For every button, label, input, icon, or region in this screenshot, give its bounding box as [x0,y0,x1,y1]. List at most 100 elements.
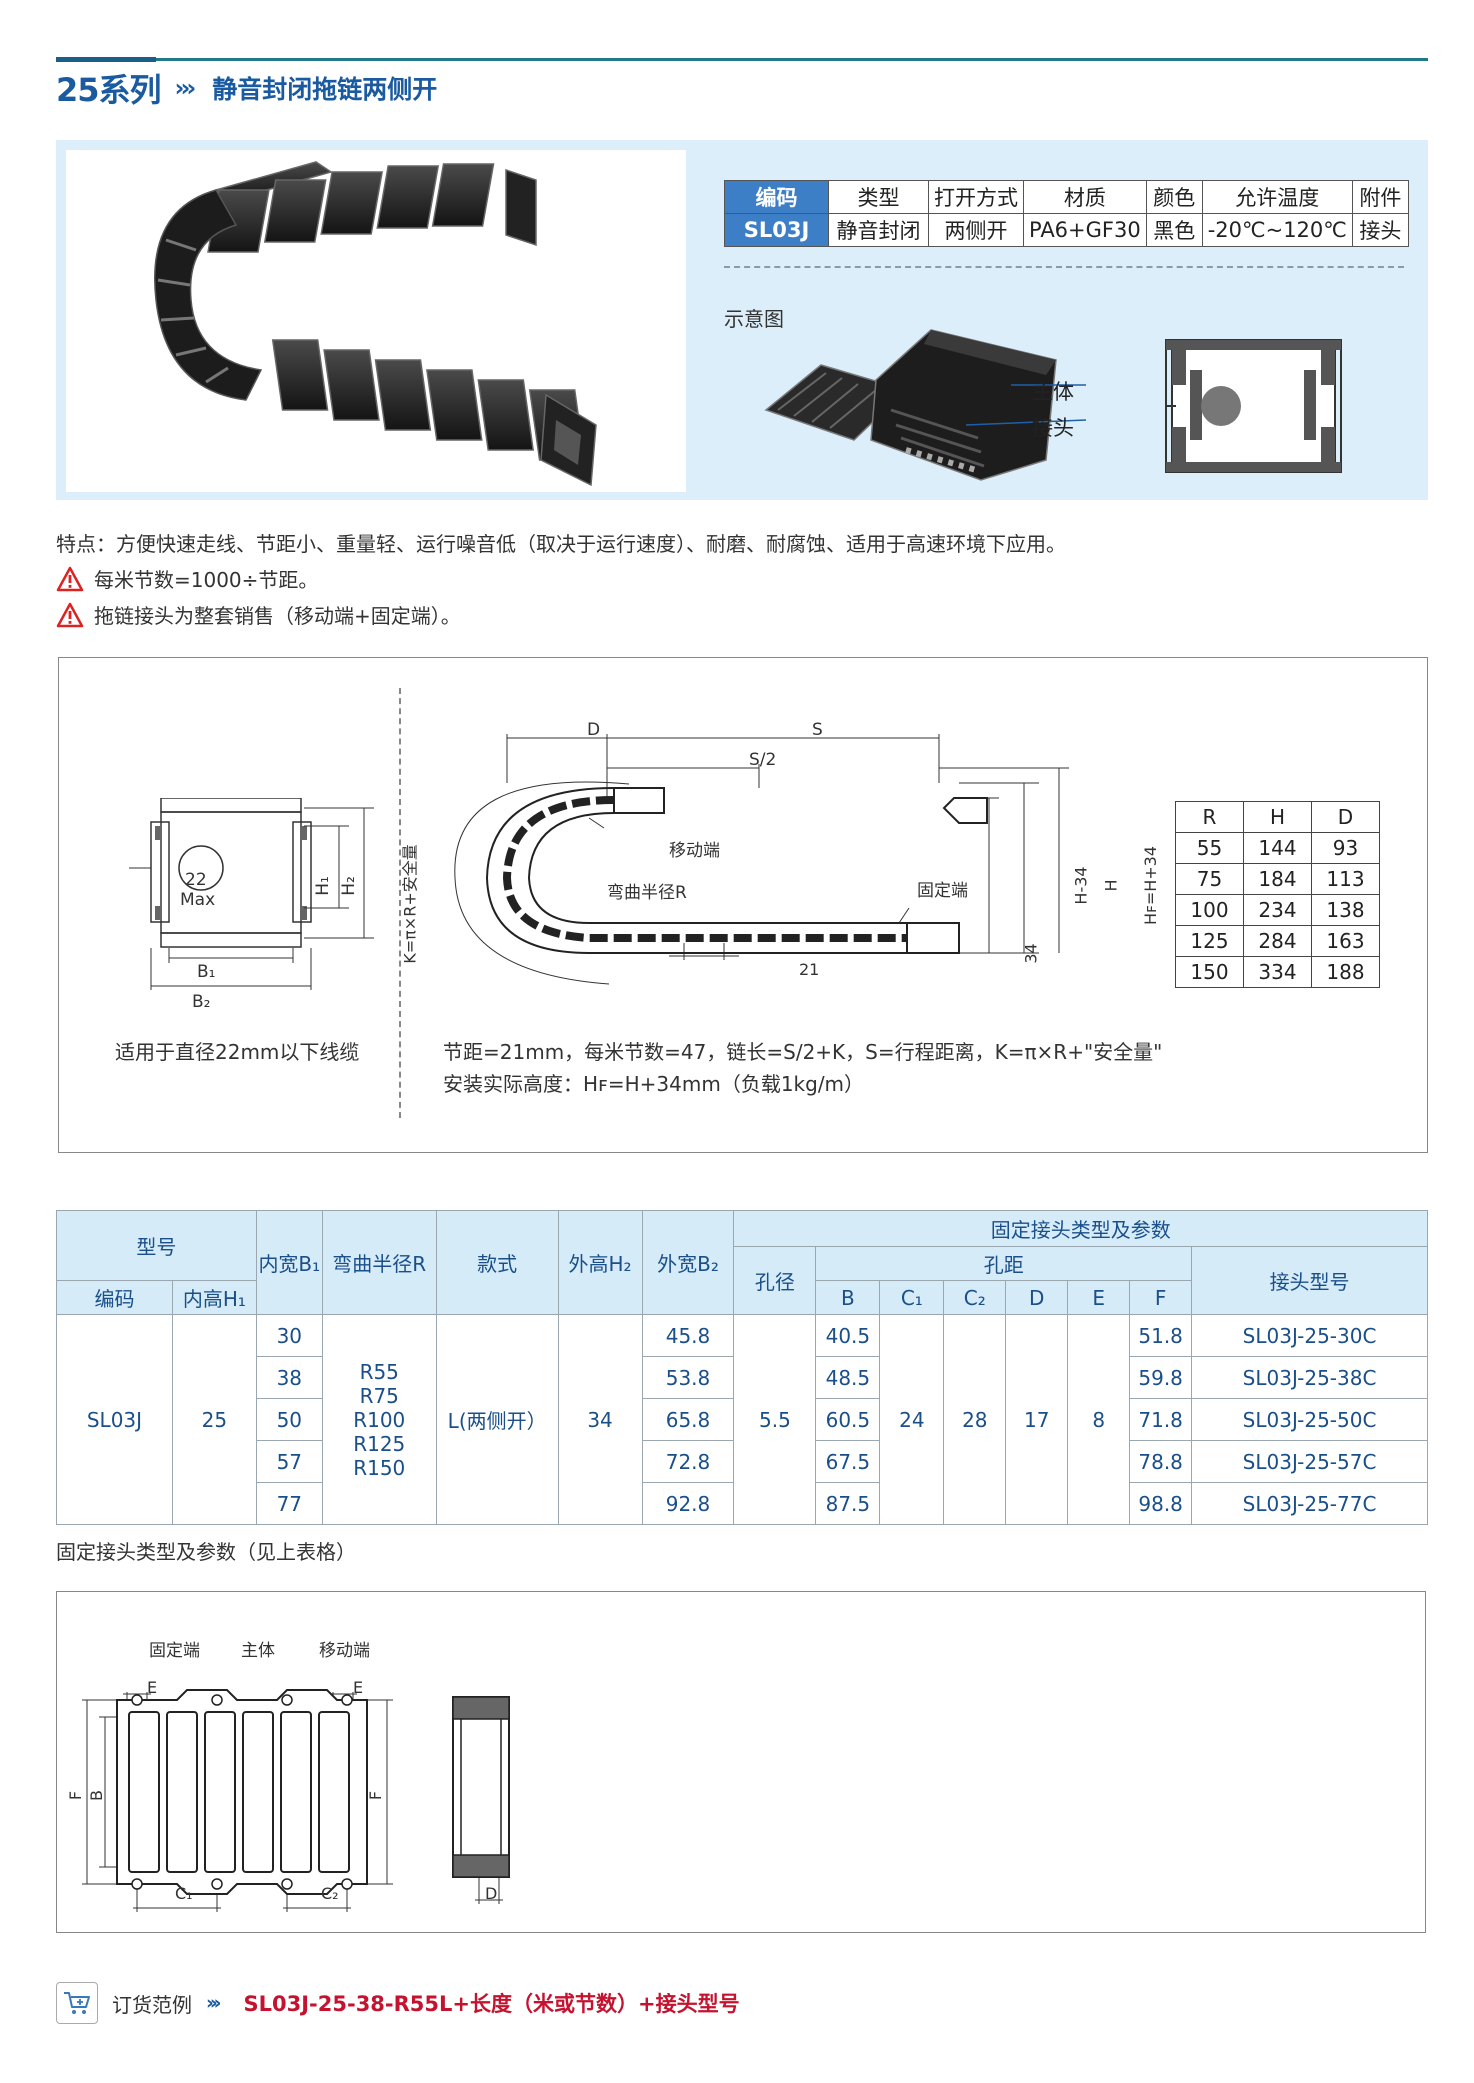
spec-header-cell: 类型 [828,180,929,214]
cell-inner-width: 38 [255,1356,323,1399]
rhd-cell: 55 [1175,832,1244,864]
height-dim-label: 34 [1021,943,1041,964]
cell-outer-width: 72.8 [641,1440,735,1483]
moving-end-label: 移动端 [669,841,720,861]
model-parameter-table: 型号 内宽B₁ 弯曲半径R 款式 外高H₂ 外宽B₂ 固定接头类型及参数 孔径 … [56,1210,1428,1525]
cell-b: 48.5 [815,1356,881,1399]
table-footnote: 固定接头类型及参数（见上表格） [56,1540,356,1564]
rhd-cell: 125 [1175,925,1244,957]
dim-s-label: S [812,720,823,740]
feature-description: 特点：方便快速走线、节距小、重量轻、运行噪音低（取决于运行速度）、耐磨、耐腐蚀、… [56,528,1066,557]
dim-e-left: E [147,1678,158,1697]
cell-e: 8 [1067,1314,1131,1525]
side-view-drawing [454,734,1069,985]
cell-d: 17 [1005,1314,1069,1525]
header-rule-accent [56,57,156,62]
order-example: 订货范例 ››› SL03J-25-38-R55L+长度（米或节数）+接头型号 [56,1982,740,2024]
cell-f: 98.8 [1129,1482,1193,1525]
spec-value-cell: 接头 [1351,213,1409,247]
rhd-header-row: R H D [1175,801,1380,833]
dim-e-right: E [353,1678,364,1697]
dim-h-label: H [1101,879,1121,892]
rhd-row: 150 334 188 [1175,956,1380,988]
b2-label: B₂ [192,992,211,1012]
page-header: 25系列 ››› 静音封闭拖链两侧开 [56,68,438,109]
product-title: 静音封闭拖链两侧开 [212,75,438,104]
header-inner-width: 内宽B₁ [255,1210,323,1315]
cell-joint-model: SL03J-25-50C [1191,1398,1428,1441]
bend-radius-label: 弯曲半径R [607,883,687,903]
dim-hf-label: Hꜰ=H+34 [1141,845,1161,926]
product-overview-panel: 编码 类型 打开方式 材质 颜色 允许温度 附件 SL03J 静音封闭 两侧开 … [56,140,1428,500]
label-moving-end: 移动端 [319,1641,370,1661]
spec-value-row: SL03J 静音封闭 两侧开 PA6+GF30 黑色 -20℃~120℃ 接头 [724,213,1409,247]
rhd-cell: 113 [1311,863,1380,895]
cell-b: 87.5 [815,1482,881,1525]
header-code: 编码 [56,1280,173,1315]
warning-icon [56,602,84,627]
dim-k-label: K=π×R+安全量 [400,844,420,964]
spec-header-cell: 颜色 [1145,180,1203,214]
cell-inner-width: 77 [255,1482,323,1525]
header-c2: C₂ [943,1280,1007,1315]
h1-label: H₁ [312,876,333,896]
cell-c2: 28 [943,1314,1007,1525]
b1-label: B₁ [197,962,216,982]
table-row: 77 92.8 87.5 98.8 SL03J-25-77C [57,1482,1428,1525]
note-pitch-text: 每米节数=1000÷节距。 [94,568,319,592]
rhd-cell: 138 [1311,894,1380,926]
joint-side-view-drawing [452,1696,510,1904]
dim-d-label: D [587,720,601,740]
note-pitch: 每米节数=1000÷节距。 [56,564,318,593]
header-inner-height: 内高H₁ [171,1280,257,1315]
header-hole-diameter: 孔径 [733,1246,817,1315]
spec-header-row: 编码 类型 打开方式 材质 颜色 允许温度 附件 [724,180,1409,214]
cell-b: 60.5 [815,1398,881,1441]
dim-c2: C₂ [321,1884,339,1903]
cell-f: 78.8 [1129,1440,1193,1483]
max-diameter-value: 22 [185,870,207,890]
series-title: 25系列 [56,71,162,109]
header-joint-model: 接头型号 [1191,1246,1428,1315]
cell-inner-width: 57 [255,1440,323,1483]
warning-icon [56,566,84,591]
diagram-divider [399,688,401,1118]
dim-b: B [86,1790,106,1801]
cell-outer-width: 65.8 [641,1398,735,1441]
rhd-row: 125 284 163 [1175,925,1380,957]
order-example-label: 订货范例 [112,1992,192,2017]
note-connector-text: 拖链接头为整套销售（移动端+固定端）。 [94,604,461,628]
cell-outer-width: 92.8 [641,1482,735,1525]
table-row: SL03J 25 30 R55 R75 R100 R125 R150 L(两侧开… [56,1314,1428,1525]
dim-f-right: F [366,1790,386,1801]
cell-outer-height: 34 [557,1314,643,1525]
header-f: F [1129,1280,1193,1315]
spec-header-cell: 打开方式 [928,180,1024,214]
radius-height-table: R H D 55 144 93 75 184 113 100 234 138 1… [1175,801,1380,988]
header-outer-width: 外宽B₂ [641,1210,735,1315]
rhd-row: 100 234 138 [1175,894,1380,926]
spec-value-cell: SL03J [724,213,829,247]
schematic-label: 示意图 [724,307,784,331]
callout-joint: 接头 [1032,416,1074,440]
radius-value: R55 [359,1359,399,1384]
spec-table: 编码 类型 打开方式 材质 颜色 允许温度 附件 SL03J 静音封闭 两侧开 … [724,180,1409,247]
rhd-cell: 75 [1175,863,1244,895]
cell-outer-width: 53.8 [641,1356,735,1399]
header-arrows: ››› [174,74,197,102]
radius-value: R75 [359,1383,399,1408]
header-b: B [815,1280,881,1315]
cell-inner-width: 30 [255,1314,323,1357]
cell-inner-width: 50 [255,1398,323,1441]
rhd-cell: 144 [1243,832,1312,864]
product-photo [66,150,686,492]
cell-inner-height: 25 [171,1314,257,1525]
formula-line-1: 节距=21mm，每米节数=47，链长=S/2+K，S=行程距离，K=π×R+"安… [443,1040,1163,1064]
cell-f: 71.8 [1129,1398,1193,1441]
header-e: E [1067,1280,1131,1315]
table-row: 38 53.8 48.5 59.8 SL03J-25-38C [57,1356,1428,1399]
radius-value: R100 [353,1407,406,1432]
header-hole-spacing: 孔距 [815,1246,1193,1281]
rhd-cell: 163 [1311,925,1380,957]
rhd-row: 55 144 93 [1175,832,1380,864]
